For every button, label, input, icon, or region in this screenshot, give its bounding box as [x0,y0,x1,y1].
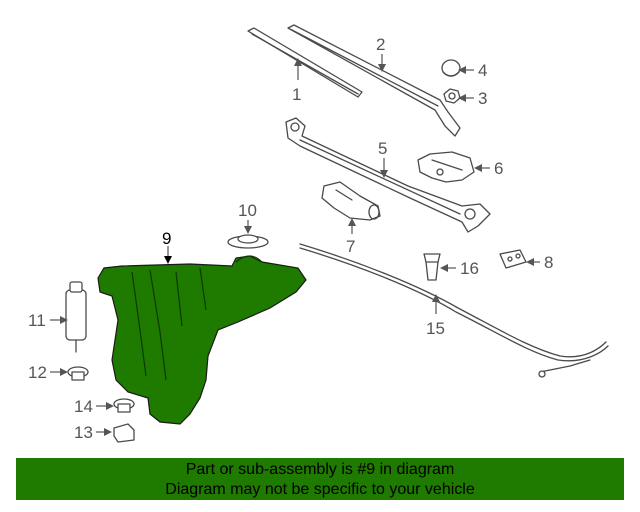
info-banner: Part or sub-assembly is #9 in diagram Di… [16,458,624,500]
callout-2: 2 [376,35,385,54]
callout-13: 13 [74,423,93,442]
cap-part-4[interactable] [441,59,461,77]
grommet-part-14[interactable] [113,398,135,413]
callout-5: 5 [378,139,387,158]
callout-8: 8 [544,253,553,272]
motor-part-7[interactable] [321,181,381,221]
callout-10: 10 [238,201,257,220]
sensor-part-13[interactable] [113,423,135,443]
callout-6: 6 [494,159,503,178]
banner-line-1: Part or sub-assembly is #9 in diagram [185,461,455,478]
motor-bracket-part-6[interactable] [417,151,475,183]
grommet-part-12[interactable] [67,366,89,381]
bolt-part-16[interactable] [423,253,441,281]
wiper-blade-part-1[interactable] [247,27,363,98]
callout-4: 4 [478,61,487,80]
callout-14: 14 [74,397,93,416]
parts-diagram: 1 2 3 4 5 6 7 8 9 10 11 12 13 14 15 16 [28,24,609,443]
callout-3: 3 [478,89,487,108]
callout-12: 12 [28,363,47,382]
callout-1: 1 [292,85,301,104]
callout-9: 9 [162,229,171,248]
wiper-linkage-part-5[interactable] [285,117,491,233]
washer-reservoir-part-9[interactable] [97,255,307,425]
callout-7: 7 [346,237,355,256]
filler-cap-part-10[interactable] [227,234,269,249]
callout-16: 16 [460,259,479,278]
callout-11: 11 [28,311,46,330]
callout-labels: 1 2 3 4 5 6 7 8 9 10 11 12 13 14 15 16 [28,35,553,442]
nut-part-3[interactable] [443,88,461,104]
washer-hose-part-15[interactable] [299,243,609,378]
wiper-arm-part-2[interactable] [287,24,461,137]
washer-pump-part-11[interactable] [65,281,87,353]
bracket-part-8[interactable] [499,249,527,269]
leader-lines [50,54,540,436]
callout-15: 15 [426,319,445,338]
banner-line-2: Diagram may not be specific to your vehi… [165,481,475,498]
